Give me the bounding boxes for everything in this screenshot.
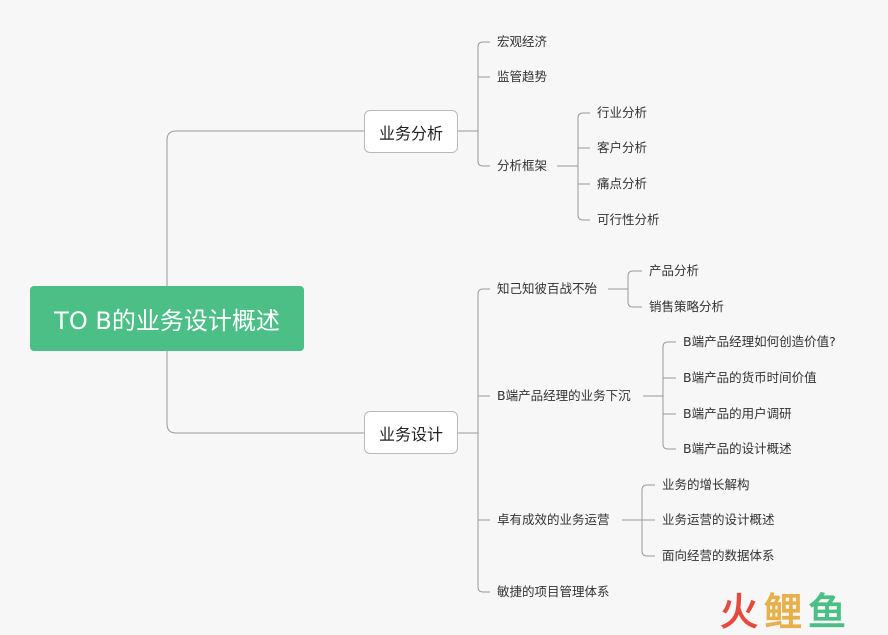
know-fork-link-0: [627, 270, 642, 289]
framework-fork-link-3: [577, 166, 590, 221]
sink-fork-link-0: [662, 341, 676, 396]
node-regulatory-trend[interactable]: 监管趋势: [497, 69, 548, 84]
node-know-yourself[interactable]: 知己知彼百战不殆: [497, 281, 598, 296]
node-industry-analysis[interactable]: 行业分析: [597, 105, 648, 120]
node-operations-design-overview[interactable]: 业务运营的设计概述: [662, 512, 775, 527]
node-pain-point-analysis[interactable]: 痛点分析: [597, 176, 648, 191]
node-macro-economy[interactable]: 宏观经济: [497, 34, 548, 49]
node-sales-strategy-analysis[interactable]: 销售策略分析: [649, 299, 725, 314]
node-create-value[interactable]: B端产品经理如何创造价值?: [683, 334, 836, 349]
ops-fork-link-2: [641, 520, 655, 557]
branch-business-analysis[interactable]: 业务分析: [364, 110, 458, 153]
framework-fork-link-0: [577, 112, 590, 166]
know-fork-link-1: [627, 289, 642, 308]
design-fork-link-0: [477, 288, 490, 433]
root-node[interactable]: TO B的业务设计概述: [30, 286, 304, 351]
node-agile-project-management[interactable]: 敏捷的项目管理体系: [497, 584, 610, 599]
node-feasibility-analysis[interactable]: 可行性分析: [597, 212, 660, 227]
node-design-overview[interactable]: B端产品的设计概述: [683, 441, 792, 456]
node-time-value[interactable]: B端产品的货币时间价值: [683, 370, 817, 385]
branch-business-design[interactable]: 业务设计: [364, 411, 458, 454]
analysis-fork-link-2: [477, 131, 490, 167]
ops-fork-link-0: [641, 484, 655, 520]
analysis-fork-link-0: [477, 41, 490, 131]
node-customer-analysis[interactable]: 客户分析: [597, 140, 648, 155]
design-fork-link-3: [477, 433, 490, 593]
node-effective-operations[interactable]: 卓有成效的业务运营: [497, 512, 610, 527]
node-analysis-framework[interactable]: 分析框架: [497, 158, 548, 173]
node-user-research[interactable]: B端产品的用户调研: [683, 406, 792, 421]
node-operational-data-system[interactable]: 面向经营的数据体系: [662, 548, 775, 563]
root-link-analysis: [166, 130, 364, 286]
node-growth-deconstruction[interactable]: 业务的增长解构: [662, 477, 750, 492]
node-product-analysis[interactable]: 产品分析: [649, 263, 700, 278]
watermark-logo: 火鲤鱼: [720, 590, 853, 634]
sink-fork-link-3: [662, 396, 676, 450]
root-link-design: [166, 351, 364, 434]
node-business-sinking[interactable]: B端产品经理的业务下沉: [497, 388, 631, 403]
